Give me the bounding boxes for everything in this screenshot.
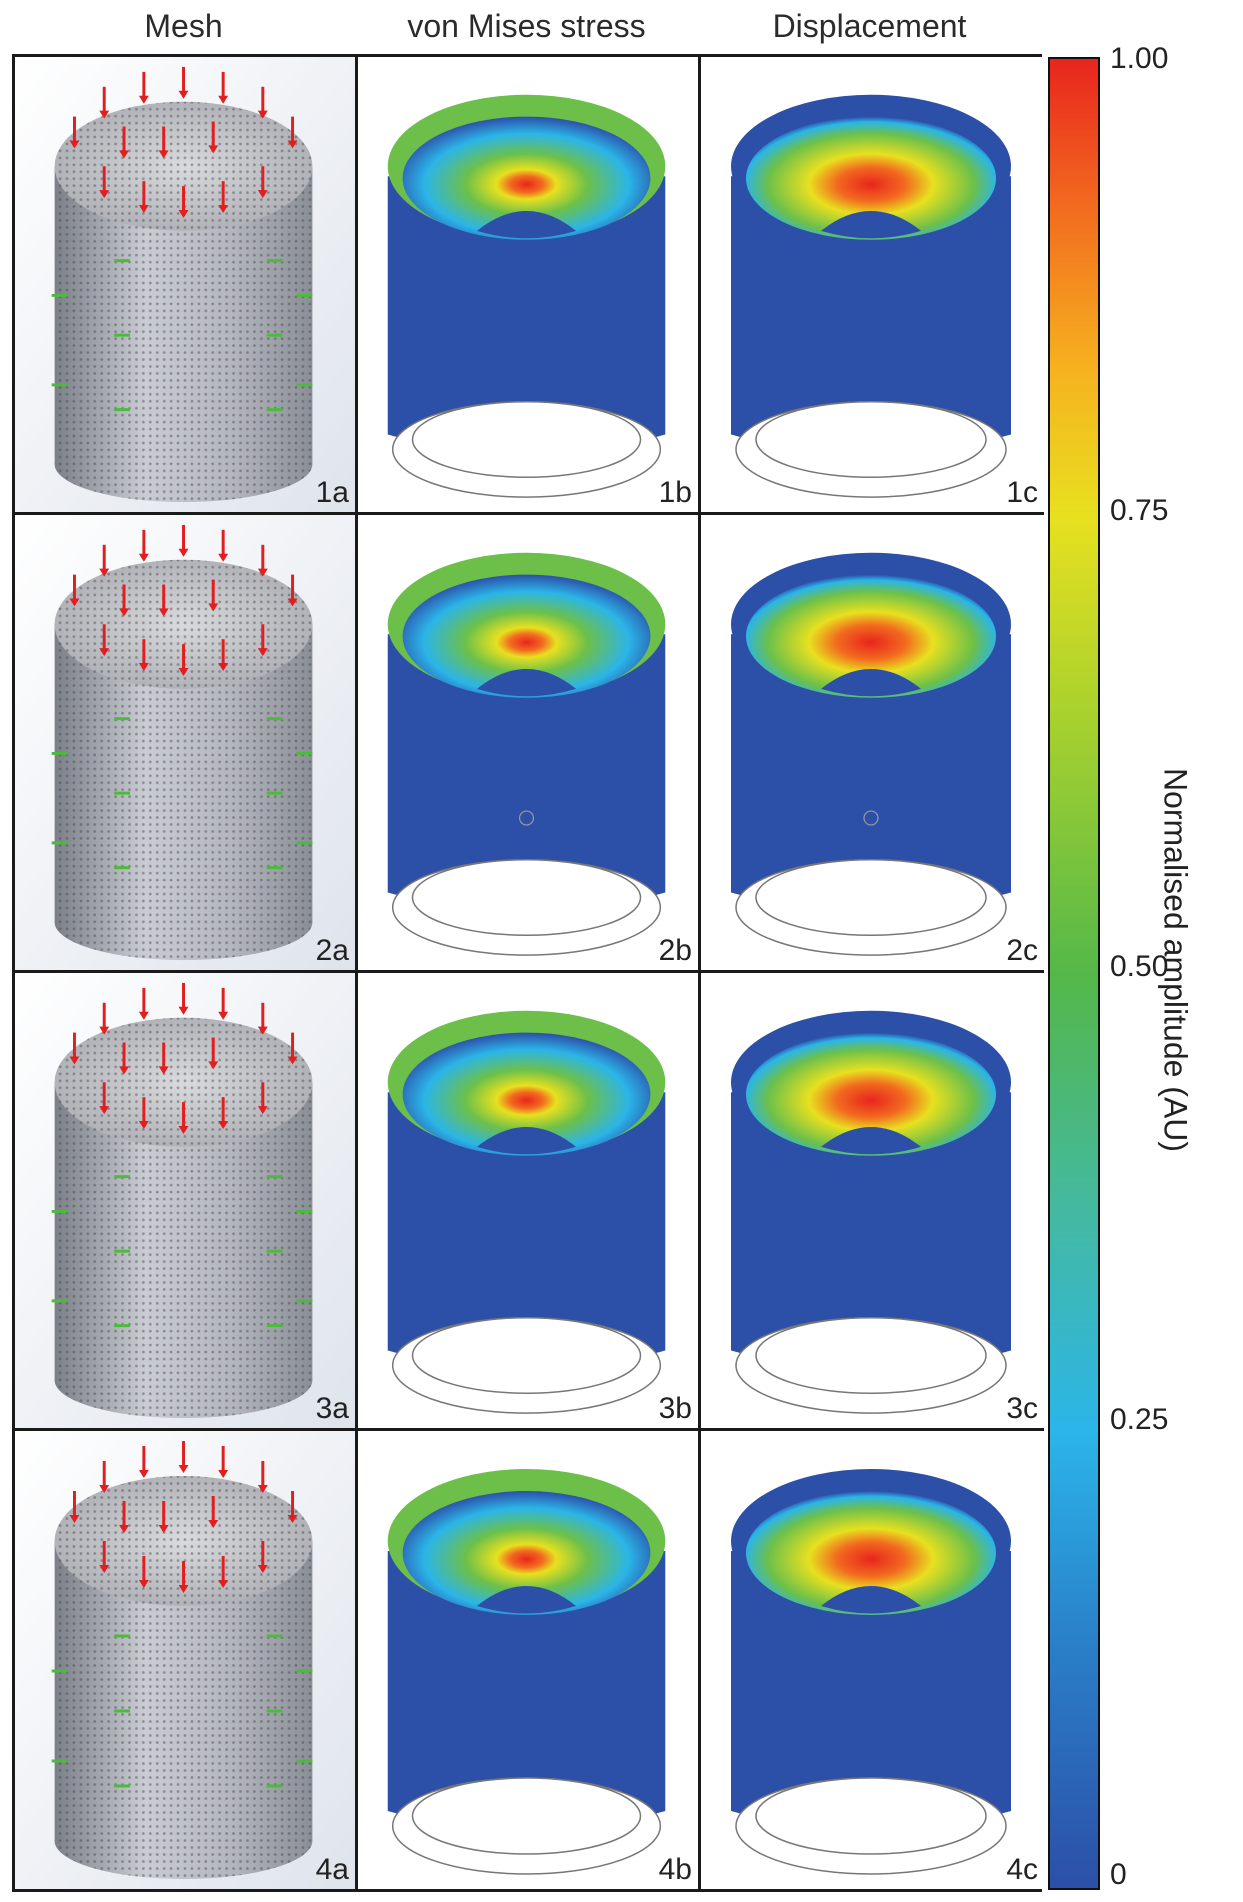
stress-contour-image [358,515,698,970]
mesh-model-image [15,57,355,512]
panel-label: 4b [658,1853,692,1886]
panel-3c: 3c [701,973,1044,1431]
panel-label: 3c [1006,1392,1038,1425]
panel-label: 2b [658,934,692,967]
panel-1b: 1b [358,57,701,515]
stress-contour-image [358,973,698,1428]
panel-4a: 4a [15,1431,358,1889]
column-header-von-mises-stress: von Mises stress [407,8,646,44]
panel-label: 3a [315,1392,349,1425]
panel-label: 3b [658,1392,692,1425]
mesh-model-image [15,515,355,970]
panel-label: 2c [1006,934,1038,967]
colorbar [1048,57,1100,1890]
displacement-contour-image [701,973,1044,1428]
panel-2c: 2c [701,515,1044,973]
colorbar-tick-0-25: 0.25 [1110,1403,1169,1436]
colorbar-tick-0-75: 0.75 [1110,494,1169,527]
displacement-contour-image [701,57,1044,512]
panel-2b: 2b [358,515,701,973]
panel-label: 1b [658,476,692,509]
colorbar-label: Normalised amplitude (AU) [1157,767,1194,1153]
stress-contour-image [358,57,698,512]
panel-3b: 3b [358,973,701,1431]
panel-1c: 1c [701,57,1044,515]
panel-4c: 4c [701,1431,1044,1889]
panel-label: 1c [1006,476,1038,509]
panel-grid: 1a 1b 1c [12,54,1044,1892]
colorbar-tick-0: 0 [1110,1858,1127,1891]
panel-label: 1a [315,476,349,509]
panel-3a: 3a [15,973,358,1431]
colorbar-tick-0-50: 0.50 [1110,950,1169,983]
panel-label: 4a [315,1853,349,1886]
column-header-mesh: Mesh [144,8,223,44]
mesh-model-image [15,973,355,1428]
panel-1a: 1a [15,57,358,515]
stress-contour-image [358,1431,698,1889]
colorbar-tick-1-00: 1.00 [1110,42,1169,75]
displacement-contour-image [701,1431,1044,1889]
panel-label: 4c [1006,1853,1038,1886]
panel-label: 2a [315,934,349,967]
displacement-contour-image [701,515,1044,970]
panel-2a: 2a [15,515,358,973]
mesh-model-image [15,1431,355,1889]
panel-4b: 4b [358,1431,701,1889]
column-header-displacement: Displacement [772,8,967,44]
